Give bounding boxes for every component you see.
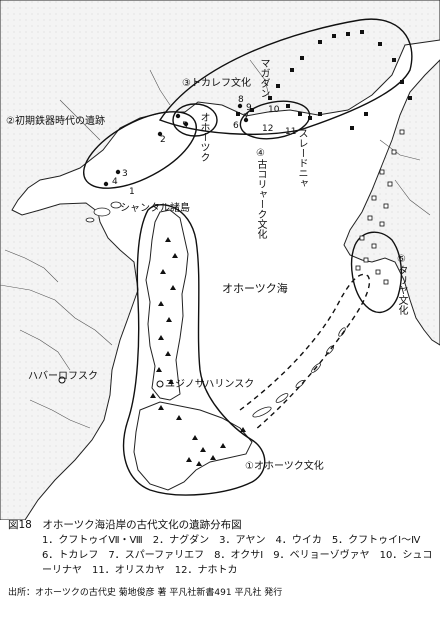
culture-label-2: ②初期鉄器時代の遺跡 [6,116,105,127]
boundary-culture-2 [83,111,197,189]
boundary-culture-1 [122,204,266,496]
place-magadan: マガダン [258,58,269,98]
site-number: 9 [246,103,252,113]
site-markers-dots [103,103,249,187]
site-markers-triangles [150,237,246,466]
boundary-tokarev-north [158,18,413,135]
site-number: 11 [285,127,297,137]
figure-source: 出所：オホーツクの古代史 菊地俊彦 著 平凡社新書491 平凡社 発行 [8,588,283,598]
site-legend: 1．クフトゥイⅦ・Ⅷ 2．ナグダン 3．アヤン 4．ウイカ 5．クフトゥイⅠ〜Ⅳ… [42,535,433,576]
sakhalin [145,209,189,401]
boundary-culture-1-kuril [239,273,370,431]
kamchatka [343,59,440,346]
base-map [0,0,440,520]
place-sredny: スレードニャ [296,128,307,188]
rivers [0,59,431,429]
site-number: 12 [262,124,274,134]
site-markers-open-squares [355,129,405,285]
site-number: 2 [160,135,166,145]
sea-label: オホーツク海 [222,282,288,295]
city-markers [58,376,164,388]
place-khabarovsk: ハバーロフスク [28,371,98,382]
site-number: 4 [112,177,118,187]
place-yuzhno: ユジノサハリンスク [165,379,255,390]
site-number: 8 [238,95,244,105]
boundary-culture-3 [172,103,218,137]
culture-label-5: ⑤タリヤ文化 [396,254,407,315]
hokkaido [133,401,253,491]
culture-label-4: ④古コリャーク文化 [255,148,266,239]
site-number: 7 [243,113,249,123]
kuril-islands [252,327,346,418]
site-number: 5 [182,121,188,131]
culture-label-3: ③トカレフ文化 [182,78,251,89]
figure-title: 図18 オホーツク海沿岸の古代文化の遺跡分布図 [8,519,242,531]
figure-caption: 図18 オホーツク海沿岸の古代文化の遺跡分布図 1．クフトゥイⅦ・Ⅷ 2．ナグダ… [8,518,436,601]
place-shantar: シャンタル諸島 [120,203,190,214]
site-number: 10 [268,105,280,115]
culture-boundaries [83,18,413,496]
site-markers-squares [236,30,412,130]
site-number: 3 [122,169,128,179]
boundary-culture-5 [350,231,403,314]
map-area: オホーツク海 ①オホーツク文化 ②初期鉄器時代の遺跡 ③トカレフ文化 ④古コリャ… [0,0,440,520]
culture-label-1: ①オホーツク文化 [245,461,324,472]
shantar-islands [85,201,122,223]
mainland [0,0,440,520]
site-number: 1 [129,187,135,197]
boundary-culture-4 [239,100,311,140]
site-number: 6 [233,121,239,131]
place-okhotsk: オホーツク [198,112,209,162]
